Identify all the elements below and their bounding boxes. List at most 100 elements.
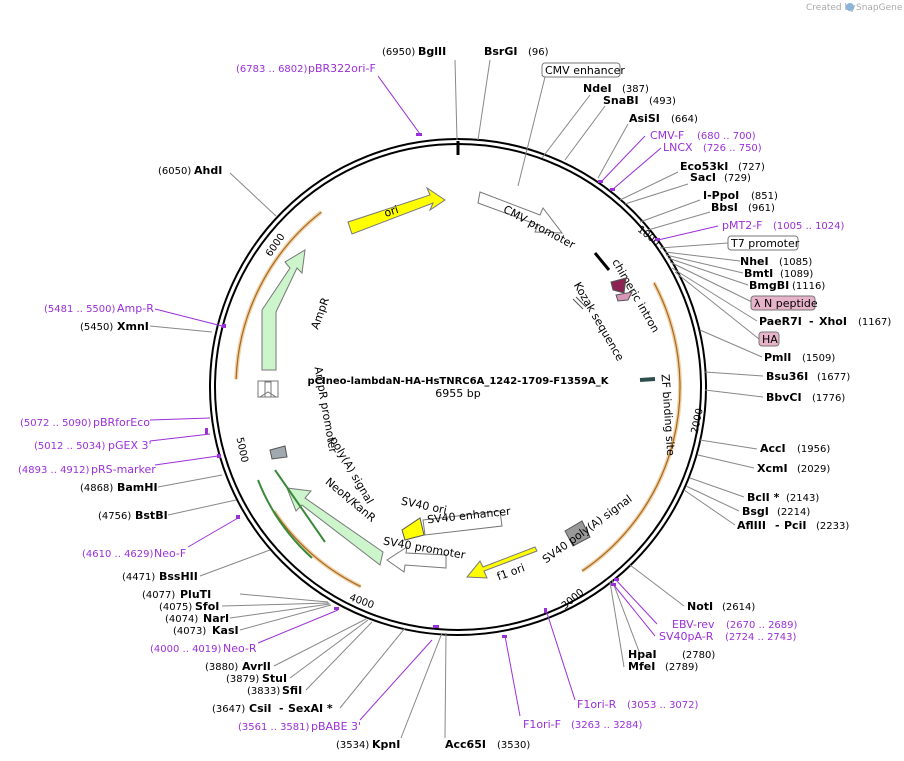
site-pos-bmgbi: (1116) (792, 281, 825, 292)
site-pos-bstbi: (4756) (98, 511, 131, 522)
ampr-arrow[interactable] (261, 249, 306, 371)
ori-arrow[interactable] (347, 186, 446, 235)
site-pos-ippoi: (851) (751, 191, 778, 202)
site-nhei[interactable]: NheI (740, 255, 769, 268)
site-pcii[interactable]: PciI (784, 519, 806, 532)
site-pmli[interactable]: PmlI (764, 351, 791, 364)
site-hpai[interactable]: HpaI (628, 648, 657, 661)
primer-range-pbrforeco: (5072 .. 5090) (20, 418, 92, 429)
ha-box (758, 331, 780, 347)
primer-range-cmv-f: (680 .. 700) (697, 131, 756, 142)
site-saci[interactable]: SacI (690, 171, 716, 184)
site-bcli[interactable]: BclI * (747, 491, 780, 504)
f1-ori-arrow[interactable] (465, 546, 538, 579)
site-bbsi[interactable]: BbsI (711, 201, 738, 214)
primer-range-neo-r: (4000 .. 4019) (150, 644, 222, 655)
cmv-enhancer-label[interactable]: CMV enhancer (545, 64, 625, 77)
site-sexai[interactable]: SexAI * (288, 702, 333, 715)
site-bsshii[interactable]: BssHII (159, 570, 198, 583)
site-pos-hpai: (2780) (682, 650, 715, 661)
site-pos-eco53ki: (727) (738, 162, 765, 173)
site-bmgbi[interactable]: BmgBI (749, 279, 789, 292)
site-asisi[interactable]: AsiSI (629, 112, 660, 125)
site-mfei[interactable]: MfeI (628, 660, 655, 673)
site-pos-xcmi: (2029) (797, 464, 830, 475)
site-pos-bbsi: (961) (748, 203, 775, 214)
primer-pbr322ori-f[interactable]: pBR322ori-F (308, 62, 376, 75)
site-kpni[interactable]: KpnI (372, 738, 400, 751)
primer-pbrforeco[interactable]: pBRforEco (93, 416, 150, 429)
t7-promoter-box (727, 235, 799, 251)
brand-text: SnapGene (856, 3, 903, 13)
site-ndei[interactable]: NdeI (583, 82, 612, 95)
tick-4000: 4000 (348, 592, 376, 611)
site-nari[interactable]: NarI (203, 612, 229, 625)
sv40-polya-label: SV40 poly(A) signal (540, 492, 635, 566)
primer-ticks (205, 133, 660, 638)
site-stui[interactable]: StuI (262, 672, 287, 685)
site-acci[interactable]: AccI (760, 442, 786, 455)
site-bbvci[interactable]: BbvCI (766, 391, 802, 404)
primer-range-f1ori-f: (3263 .. 3284) (571, 720, 643, 731)
primer-ebv-rev[interactable]: EBV-rev (672, 618, 715, 631)
site-bsrgi[interactable]: BsrGI (484, 45, 517, 58)
primer-pgex3[interactable]: pGEX 3' (108, 439, 152, 452)
t7-promoter-label[interactable]: T7 promoter (730, 237, 800, 250)
site-sfoi[interactable]: SfoI (195, 600, 219, 613)
sv40-promoter-arrow[interactable] (386, 545, 447, 573)
site-afliii[interactable]: AflIII (737, 519, 766, 532)
site-eco53ki[interactable]: Eco53kI (680, 160, 728, 173)
primer-sv40pa-r[interactable]: SV40pA-R (659, 630, 714, 643)
site-acc65i[interactable]: Acc65I (445, 738, 486, 751)
lambda-n-peptide-label[interactable]: λ N peptide (754, 297, 818, 310)
site-kasi[interactable]: KasI (212, 624, 239, 637)
sv40-enhancer-block (422, 510, 503, 536)
primer-cmv-f[interactable]: CMV-F (650, 129, 684, 142)
backbone-outer (209, 138, 707, 636)
site-pos-acc65i: (3530) (497, 740, 530, 751)
plasmid-name: pCIneo-lambdaN-HA-HsTNRC6A_1242-1709-F13… (308, 376, 610, 387)
site-pos-kpni: (3534) (336, 740, 369, 751)
primer-pmt2-f[interactable]: pMT2-F (722, 219, 763, 232)
intron-block (610, 277, 627, 294)
site-pos-ndei: (387) (622, 84, 649, 95)
primer-range-amp-r: (5481 .. 5500) (44, 304, 116, 315)
primer-prs-marker[interactable]: pRS-marker (91, 463, 156, 476)
site-snabi[interactable]: SnaBI (603, 94, 639, 107)
primer-amp-r[interactable]: Amp-R (117, 302, 154, 315)
orf-arcs (234, 210, 682, 589)
site-paer7i[interactable]: PaeR7I (759, 315, 802, 328)
ha-label[interactable]: HA (762, 333, 778, 346)
site-xhoi[interactable]: XhoI (819, 315, 847, 328)
primer-neo-r[interactable]: Neo-R (223, 642, 257, 655)
site-ahdi[interactable]: AhdI (194, 164, 222, 177)
site-avrii[interactable]: AvrII (242, 660, 271, 673)
site-xmni[interactable]: XmnI (117, 320, 149, 333)
site-bsu36i[interactable]: Bsu36I (766, 370, 808, 383)
site-ippoi[interactable]: I-PpoI (703, 189, 739, 202)
site-pos-sfoi: (4075) (159, 602, 192, 613)
site-bsgi[interactable]: BsgI (742, 505, 769, 518)
site-bamhi[interactable]: BamHI (117, 481, 158, 494)
site-bmti[interactable]: BmtI (744, 267, 773, 280)
site-pluti[interactable]: PluTI (180, 588, 211, 601)
site-pos-sfii: (3833) (247, 686, 280, 697)
site-pos-noti: (2614) (722, 602, 755, 613)
site-sfii[interactable]: SfiI (282, 684, 302, 697)
site-noti[interactable]: NotI (687, 600, 713, 613)
primer-f1ori-f[interactable]: F1ori-F (523, 718, 561, 731)
kozak-sequence-label: Kozak sequence (571, 280, 627, 364)
primer-f1ori-r[interactable]: F1ori-R (577, 698, 617, 711)
primer-pbabe3[interactable]: pBABE 3' (311, 720, 361, 733)
cmv-promoter-arrow[interactable] (477, 191, 564, 234)
site-csii[interactable]: CsiI (249, 702, 271, 715)
primer-neo-f[interactable]: Neo-F (154, 547, 186, 560)
ampr-promoter-box (257, 380, 279, 398)
site-pos-saci: (729) (724, 173, 751, 184)
site-xcmi[interactable]: XcmI (757, 462, 788, 475)
site-bglii[interactable]: BglII (418, 45, 446, 58)
primer-lncx[interactable]: LNCX (663, 141, 693, 154)
site-bstbi[interactable]: BstBI (135, 509, 168, 522)
site-labels: (6950) BglII BsrGI (96) NdeI (387) SnaBI… (80, 45, 891, 751)
svg-text:-: - (279, 702, 284, 715)
